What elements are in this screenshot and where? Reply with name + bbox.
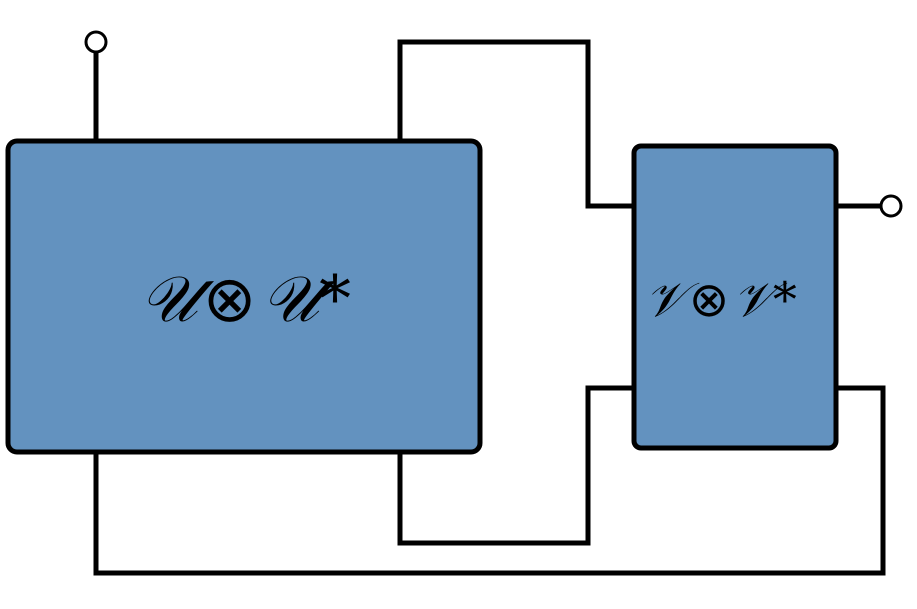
v-symbol: 𝒱 — [645, 272, 685, 328]
u-tensor-box — [5, 138, 483, 455]
wire-u-top-to-v-upper — [397, 39, 637, 209]
v-tensor-box — [631, 143, 839, 451]
wire-outer-loop — [93, 385, 886, 576]
u-box-label: 𝒰⊗𝒰* — [140, 268, 351, 332]
v-star-symbol: 𝒱* — [732, 272, 797, 328]
u-star-symbol: 𝒰* — [261, 263, 352, 337]
terminal-right — [879, 194, 903, 218]
u-symbol: 𝒰 — [140, 263, 198, 337]
tensor-product-symbol: ⊗ — [688, 272, 730, 328]
terminal-top-left — [84, 30, 108, 54]
tensor-product-symbol: ⊗ — [202, 263, 257, 337]
v-box-label: 𝒱⊗𝒱* — [645, 276, 797, 324]
wire-u-bottom-to-v-lower — [397, 385, 637, 546]
